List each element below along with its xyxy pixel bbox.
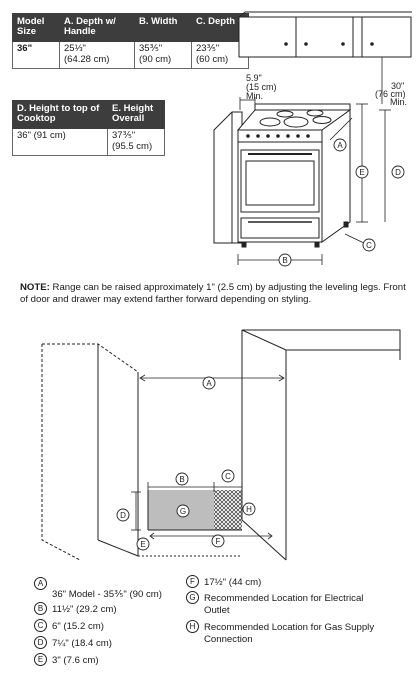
cell-height-overall-cm: (95.5 cm) [112,140,153,152]
marker-d: D [391,165,405,179]
note-label: NOTE: [20,282,50,293]
header-depth-handle: A. Depth w/ Handle [59,13,135,42]
svg-text:H: H [246,505,252,514]
svg-text:E: E [359,168,364,177]
gas-zone [214,490,242,530]
cell-depth-cm: (60 cm) [196,53,229,65]
legend-text-a: 36" Model - 35⅗" (90 cm) [52,589,162,600]
right-cabinet [241,329,401,561]
legend-circle-b: B [34,602,47,615]
legend-text-b: 11½" (29.2 cm) [52,604,117,615]
cutout-marker-g: G [176,504,190,518]
cell-height-overall: 37⅗" (95.5 cm) [107,127,165,156]
cell-depth-handle-cm: (64.28 cm) [64,53,110,65]
cutout-marker-a: A [202,376,216,390]
cell-width-in: 35⅗" [139,42,163,54]
header-height-overall: E. Height Overall [107,100,165,129]
cutout-marker-c: C [221,469,235,483]
marker-e: E [355,165,369,179]
svg-text:5.9": 5.9" [246,73,262,83]
header-height-cooktop: D. Height to top of Cooktop [12,100,108,129]
cell-width-cm: (90 cm) [139,53,172,65]
legend-circle-d: D [34,636,47,649]
legend-text-e: 3" (7.6 cm) [52,655,99,666]
legend-circle-h: H [186,620,199,633]
cell-depth-handle-in: 25⅓" [64,42,86,54]
legend-circle-g: G [186,591,199,604]
table-row: 36" (91 cm) 37⅗" (95.5 cm) [12,127,165,156]
cell-height-cooktop: 36" (91 cm) [12,127,108,156]
svg-text:B: B [282,256,287,265]
dim-b-line [147,482,215,492]
svg-text:A: A [206,379,212,388]
cell-depth-in: 23⅗" [196,42,220,54]
legend-circle-f: F [186,575,199,588]
svg-text:Min.: Min. [246,91,263,101]
cell-model: 36" [12,40,60,69]
cutout-marker-h: H [242,502,256,516]
svg-text:(76 cm): (76 cm) [375,89,406,99]
svg-text:E: E [140,540,145,549]
legend-circle-a: A [34,577,47,590]
legend-circle-c: C [34,619,47,632]
cell-width: 35⅗" (90 cm) [134,40,192,69]
cell-depth-handle: 25⅓" (64.28 cm) [59,40,135,69]
header-model-size: Model Size [12,13,60,42]
marker-a: A [333,138,347,152]
svg-text:B: B [179,475,184,484]
dim-c-line [214,482,243,492]
svg-text:Min.: Min. [390,97,407,107]
header-width: B. Width [134,13,192,42]
svg-text:A: A [337,141,343,150]
svg-text:C: C [366,241,372,250]
dimensions-table-1: Model Size A. Depth w/ Handle B. Width C… [12,13,249,69]
legend-text-f: 17½" (44 cm) [204,577,262,588]
upper-cabinets [238,11,412,58]
installation-note: NOTE: Range can be raised approximately … [20,282,410,307]
note-text: Range can be raised approximately 1" (2.… [20,282,406,306]
svg-text:F: F [216,537,221,546]
marker-b: B [278,253,292,267]
table-header-row: D. Height to top of Cooktop E. Height Ov… [12,100,165,129]
legend-circle-e: E [34,653,47,666]
legend-text-g: Recommended Location for Electrical Outl… [204,593,364,616]
dim-d-line [131,491,141,531]
svg-text:D: D [120,511,126,520]
outlet-zone [148,490,214,530]
range-installation-diagram: 5.9" (15 cm) Min. 30" (76 cm) Min. A B C… [213,11,412,267]
marker-c: C [362,238,376,252]
range-body [236,103,352,248]
svg-text:30": 30" [391,81,404,91]
table-header-row: Model Size A. Depth w/ Handle B. Width C… [12,13,249,42]
svg-text:C: C [225,472,231,481]
legend-text-d: 7¼" (18.4 cm) [52,638,112,649]
dim-top-clearance-label: 30" (76 cm) Min. [375,81,407,107]
svg-text:D: D [395,168,401,177]
svg-text:(15 cm): (15 cm) [246,82,277,92]
legend-text-h: Recommended Location for Gas Supply Conn… [204,622,375,645]
dimensions-table-2: D. Height to top of Cooktop E. Height Ov… [12,100,165,156]
cutout-marker-f: F [211,534,225,548]
svg-text:G: G [180,507,186,516]
cutout-marker-b: B [175,472,189,486]
cutout-marker-d: D [116,508,130,522]
dim-side-clearance-label: 5.9" (15 cm) Min. [246,73,277,101]
cell-height-overall-in: 37⅗" [112,129,136,141]
left-cabinet [41,343,139,561]
cutout-marker-e: E [136,537,150,551]
legend-text-c: 6" (15.2 cm) [52,621,104,632]
dim-a-line [139,374,285,382]
dim-f-line [149,532,273,540]
